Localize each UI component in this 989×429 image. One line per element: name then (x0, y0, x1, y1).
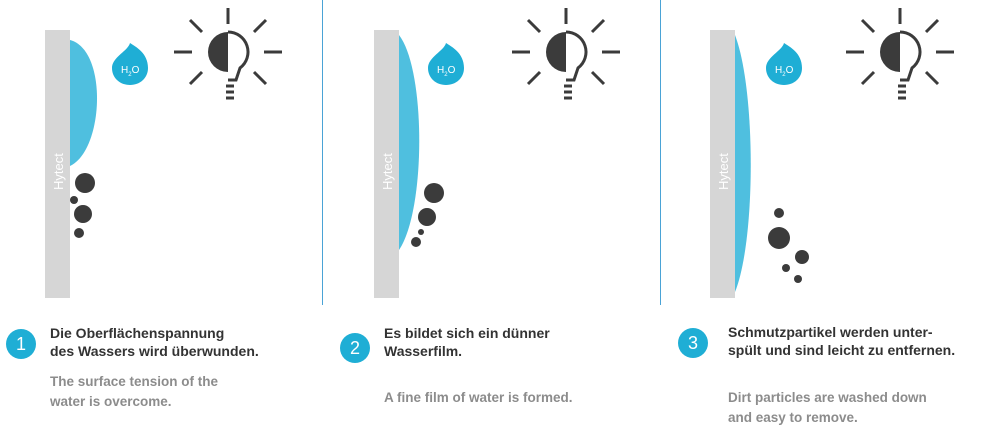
step-description-en: A fine film of water is formed. (384, 388, 573, 408)
dirt-particle (782, 264, 790, 272)
water-film (735, 35, 751, 292)
step-number-badge: 1 (6, 329, 36, 359)
step-panel-1: Hytect H2O 1 Die Oberflächenspannung des… (0, 0, 322, 429)
step-2-illustration: Hytect H2O (330, 0, 660, 300)
panel-divider (660, 0, 661, 305)
plate-label: Hytect (380, 153, 395, 190)
step-3-illustration: Hytect H2O (666, 0, 989, 300)
dirt-particle (70, 196, 78, 204)
sun-bulb-icon (174, 8, 282, 98)
step-description-de: Schmutzpartikel werden unter- spült und … (728, 323, 955, 359)
dirt-particle (74, 228, 84, 238)
dirt-particle (411, 237, 421, 247)
water-drop-icon: H2O (428, 43, 464, 85)
sun-bulb-icon (512, 8, 620, 98)
water-film (399, 35, 419, 250)
step-description-en: The surface tension of the water is over… (50, 372, 218, 412)
step-1-illustration: Hytect H2O (0, 0, 322, 300)
dirt-particle (418, 208, 436, 226)
dirt-particle (418, 229, 424, 235)
step-panel-2: Hytect H2O 2 Es bildet sich ein dünner W… (330, 0, 660, 429)
water-drop-icon: H2O (112, 43, 148, 85)
plate-label: Hytect (51, 153, 66, 190)
dirt-particle (795, 250, 809, 264)
dirt-particle (768, 227, 790, 249)
step-description-en: Dirt particles are washed down and easy … (728, 388, 927, 428)
plate-label: Hytect (716, 153, 731, 190)
sun-bulb-icon (846, 8, 954, 98)
step-number-badge: 3 (678, 328, 708, 358)
step-number-badge: 2 (340, 333, 370, 363)
dirt-particle (75, 173, 95, 193)
step-description-de: Es bildet sich ein dünner Wasserfilm. (384, 324, 550, 360)
dirt-particle (774, 208, 784, 218)
water-drop-icon: H2O (766, 43, 802, 85)
step-panel-3: Hytect H2O 3 Schmutzpartikel werden unte… (666, 0, 989, 429)
step-description-de: Die Oberflächenspannung des Wassers wird… (50, 324, 259, 360)
panel-divider (322, 0, 323, 305)
dirt-particle (74, 205, 92, 223)
water-bulge (70, 40, 97, 166)
dirt-particle (424, 183, 444, 203)
dirt-particle (794, 275, 802, 283)
